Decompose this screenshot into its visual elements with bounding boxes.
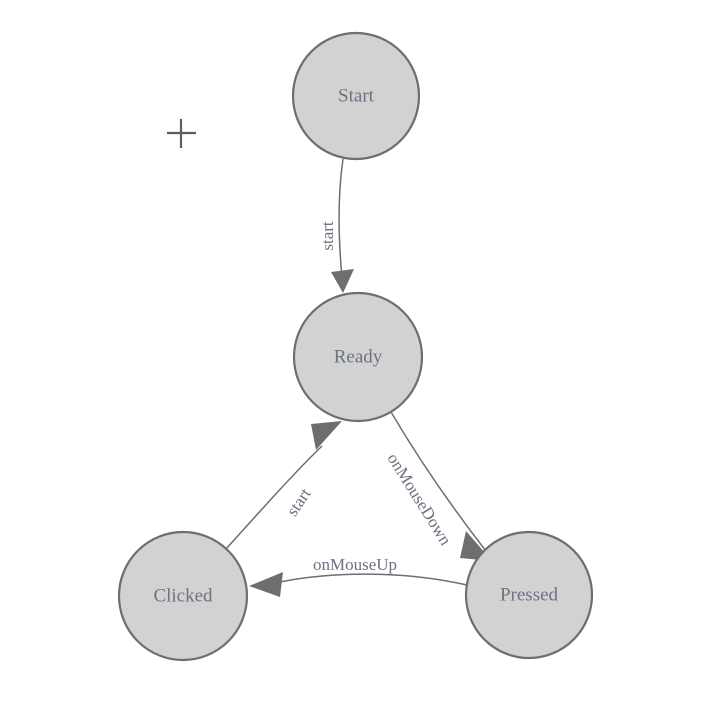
node-pressed[interactable]: Pressed [464,530,594,660]
edge-clicked-to-ready[interactable]: start [225,421,342,550]
node-ready-label: Ready [334,346,383,367]
node-ready[interactable]: Ready [292,291,424,423]
edge-label-clicked-to-ready: start [283,484,315,519]
arrow-head-clicked-right [249,572,283,597]
edge-label-ready-to-pressed: onMouseDown [384,450,456,549]
node-clicked-label: Clicked [153,585,213,606]
node-start-label: Start [338,85,375,106]
edge-pressed-to-clicked[interactable]: onMouseUp [249,555,468,597]
edge-path-clicked-to-ready [225,445,323,550]
node-pressed-label: Pressed [500,584,559,605]
edge-start-to-ready[interactable]: start [318,158,354,293]
edge-ready-to-pressed[interactable]: onMouseDown [384,411,492,561]
arrow-head-ready-bottomleft [311,421,342,450]
node-clicked-circle[interactable] [117,530,249,662]
edge-path-start-to-ready [338,158,344,279]
edge-path-pressed-to-clicked [279,573,468,586]
edge-label-pressed-to-clicked: onMouseUp [313,555,397,574]
edge-label-start-to-ready: start [318,221,337,251]
crosshair-icon [167,119,196,148]
arrow-head-ready-top [331,269,354,293]
node-start[interactable]: Start [291,31,421,161]
node-start-circle[interactable] [291,31,421,161]
node-clicked[interactable]: Clicked [117,530,249,662]
edge-path-ready-to-pressed [390,411,487,552]
node-pressed-circle[interactable] [464,530,594,660]
node-ready-circle[interactable] [292,291,424,423]
